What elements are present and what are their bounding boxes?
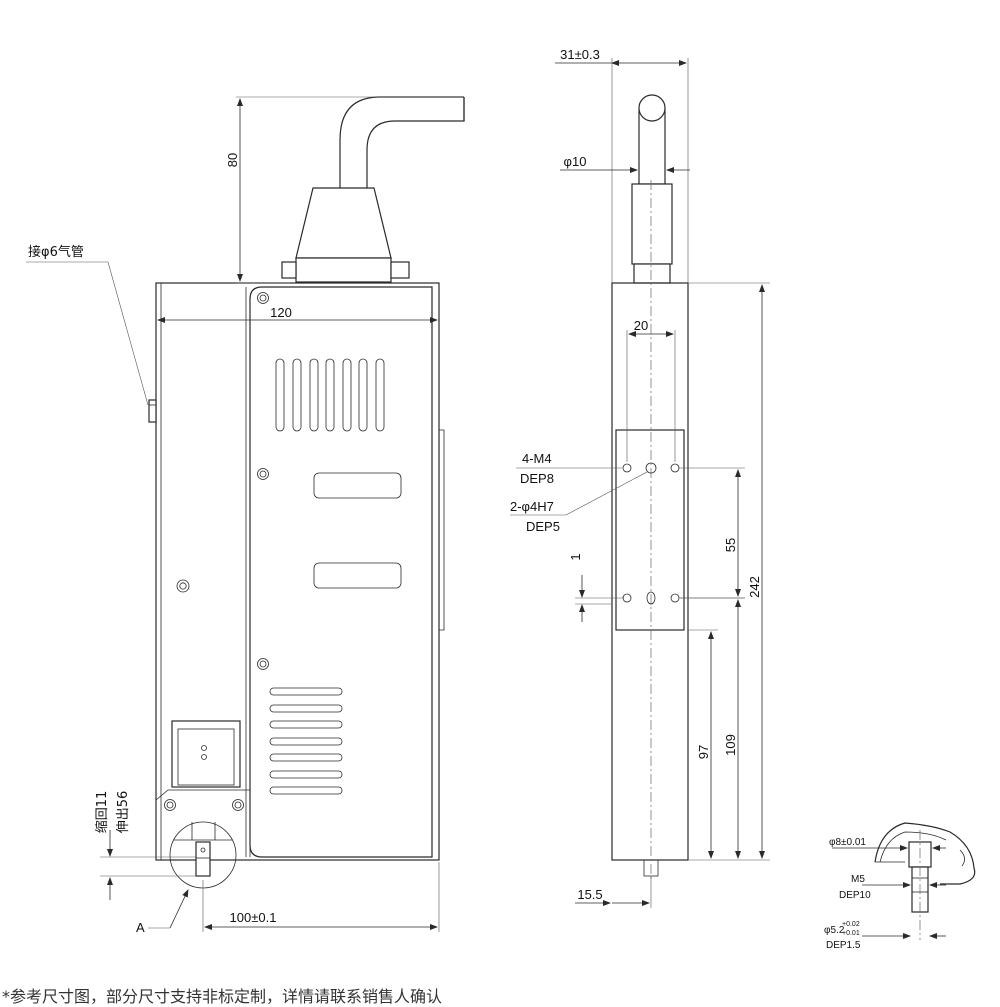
rod-end-detail [169, 821, 237, 889]
air-pipe-callout: 接φ6气管 [26, 244, 149, 406]
detail-dep15-label: DEP1.5 [826, 940, 861, 951]
stroke-dims: 缩回11 伸出56 [94, 791, 196, 900]
dim-109-label: 109 [723, 734, 738, 756]
dim-120: 120 [157, 305, 438, 323]
detail-tol-upper: +0.02 [842, 921, 860, 928]
dim-1-label: 1 [568, 553, 583, 560]
detail-view: φ8±0.01 M5 DEP10 φ5.2 +0.02 +0.01 DEP1.5 [824, 822, 976, 951]
dim-55-label: 55 [723, 538, 738, 552]
dim-15-5: 15.5 [575, 876, 652, 908]
slider-window [171, 720, 241, 788]
section-marker-label: A [136, 920, 145, 935]
vent-slots-vertical [275, 358, 385, 432]
dim-100: 100±0.1 [202, 862, 440, 932]
connector [281, 187, 410, 283]
air-pipe-label: 接φ6气管 [28, 244, 84, 260]
m4-depth-label: DEP8 [520, 471, 554, 486]
dim-d10: φ10 [560, 154, 690, 173]
reference-caption: *参考尺寸图，部分尺寸支持非标定制，详情请联系销售人确认 [2, 987, 443, 1006]
dim-97-label: 97 [696, 745, 711, 759]
d4h7-label: 2-φ4H7 [510, 499, 554, 514]
cutout-upper [313, 472, 402, 499]
detail-d8-label: φ8±0.01 [829, 837, 866, 848]
dim-20-label: 20 [634, 318, 648, 333]
cover-screws [176, 292, 269, 670]
air-fitting [148, 399, 157, 423]
dim-97: 97 [688, 629, 718, 859]
detail-m5-depth-label: DEP10 [839, 890, 871, 901]
dim-80: 80 [225, 96, 464, 284]
m4-label: 4-M4 [522, 451, 552, 466]
dim-31: 31±0.3 [555, 47, 689, 283]
dim-100-label: 100±0.1 [230, 910, 277, 925]
dim-1: 1 [568, 553, 624, 622]
d4h7-depth-label: DEP5 [526, 519, 560, 534]
retract-label: 缩回11 [94, 791, 110, 834]
actuator-body [148, 282, 445, 889]
dim-242: 242 [688, 282, 770, 861]
vent-slots-horizontal [269, 687, 343, 795]
cutout-lower [313, 562, 402, 589]
detail-d52-label: φ5.2 [824, 925, 845, 936]
callout-m4: 4-M4 DEP8 [516, 451, 622, 486]
side-cable [631, 94, 673, 284]
front-view: 80 120 接φ6气管 缩回11 伸出56 A [26, 96, 465, 935]
section-marker-a: A [136, 889, 189, 935]
cable [339, 96, 465, 190]
dim-109: 109 [680, 597, 745, 859]
dim-242-label: 242 [747, 576, 762, 598]
dim-55: 55 [679, 467, 745, 599]
callout-d4h7: 2-φ4H7 DEP5 [510, 471, 648, 534]
side-body [611, 180, 689, 880]
dim-31-label: 31±0.3 [560, 47, 600, 62]
dim-d10-label: φ10 [564, 154, 587, 169]
dim-80-label: 80 [225, 153, 240, 167]
side-view: 31±0.3 φ10 20 4-M4 DEP8 2-φ4H7 DEP5 [510, 47, 770, 908]
detail-m5-label: M5 [851, 874, 865, 885]
bottom-plate [155, 789, 251, 857]
dim-20: 20 [626, 318, 676, 462]
dim-120-label: 120 [270, 305, 292, 320]
extend-label: 伸出56 [116, 791, 131, 834]
detail-tol-lower: +0.01 [842, 930, 860, 937]
dim-15-5-label: 15.5 [577, 887, 602, 902]
